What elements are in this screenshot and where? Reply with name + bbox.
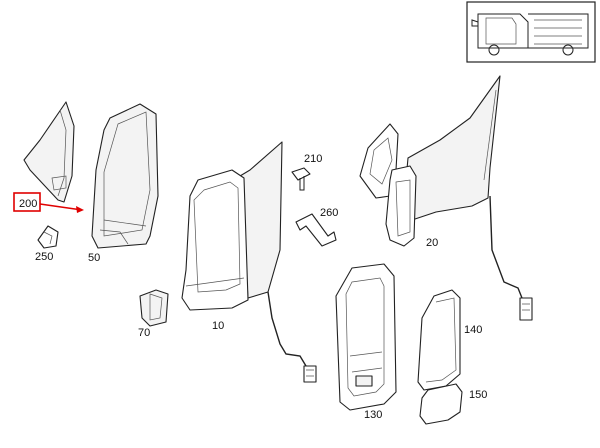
part-70-indicator: [139, 289, 169, 327]
label-150: 150: [469, 389, 487, 401]
label-130: 130: [364, 409, 382, 421]
part-10-mirror-body: [181, 141, 317, 383]
part-50-housing-cover: [91, 103, 159, 249]
highlight-arrow-line: [39, 203, 83, 211]
label-260: 260: [320, 207, 338, 219]
part-260-bracket: [295, 213, 337, 247]
highlight-callout-200: [13, 192, 84, 213]
label-10: 10: [212, 320, 224, 332]
part-140-mirror-glass: [417, 289, 461, 391]
part-250-clip: [37, 225, 59, 249]
label-20: 20: [426, 237, 438, 249]
label-250: 250: [35, 251, 53, 263]
vehicle-thumbnail: [466, 1, 596, 63]
label-210: 210: [304, 153, 322, 165]
highlight-arrow-head: [76, 206, 84, 213]
label-140: 140: [464, 324, 482, 336]
part-150-wide-angle-glass: [419, 383, 463, 425]
highlight-box: [13, 192, 41, 212]
part-20-mount-arm: [359, 75, 533, 321]
label-70: 70: [138, 327, 150, 339]
label-50: 50: [88, 252, 100, 264]
label-200: 200: [19, 198, 37, 210]
part-200-cover-cap: [23, 101, 75, 203]
part-210-screw: [291, 167, 311, 191]
part-130-mirror-frame: [335, 263, 397, 411]
